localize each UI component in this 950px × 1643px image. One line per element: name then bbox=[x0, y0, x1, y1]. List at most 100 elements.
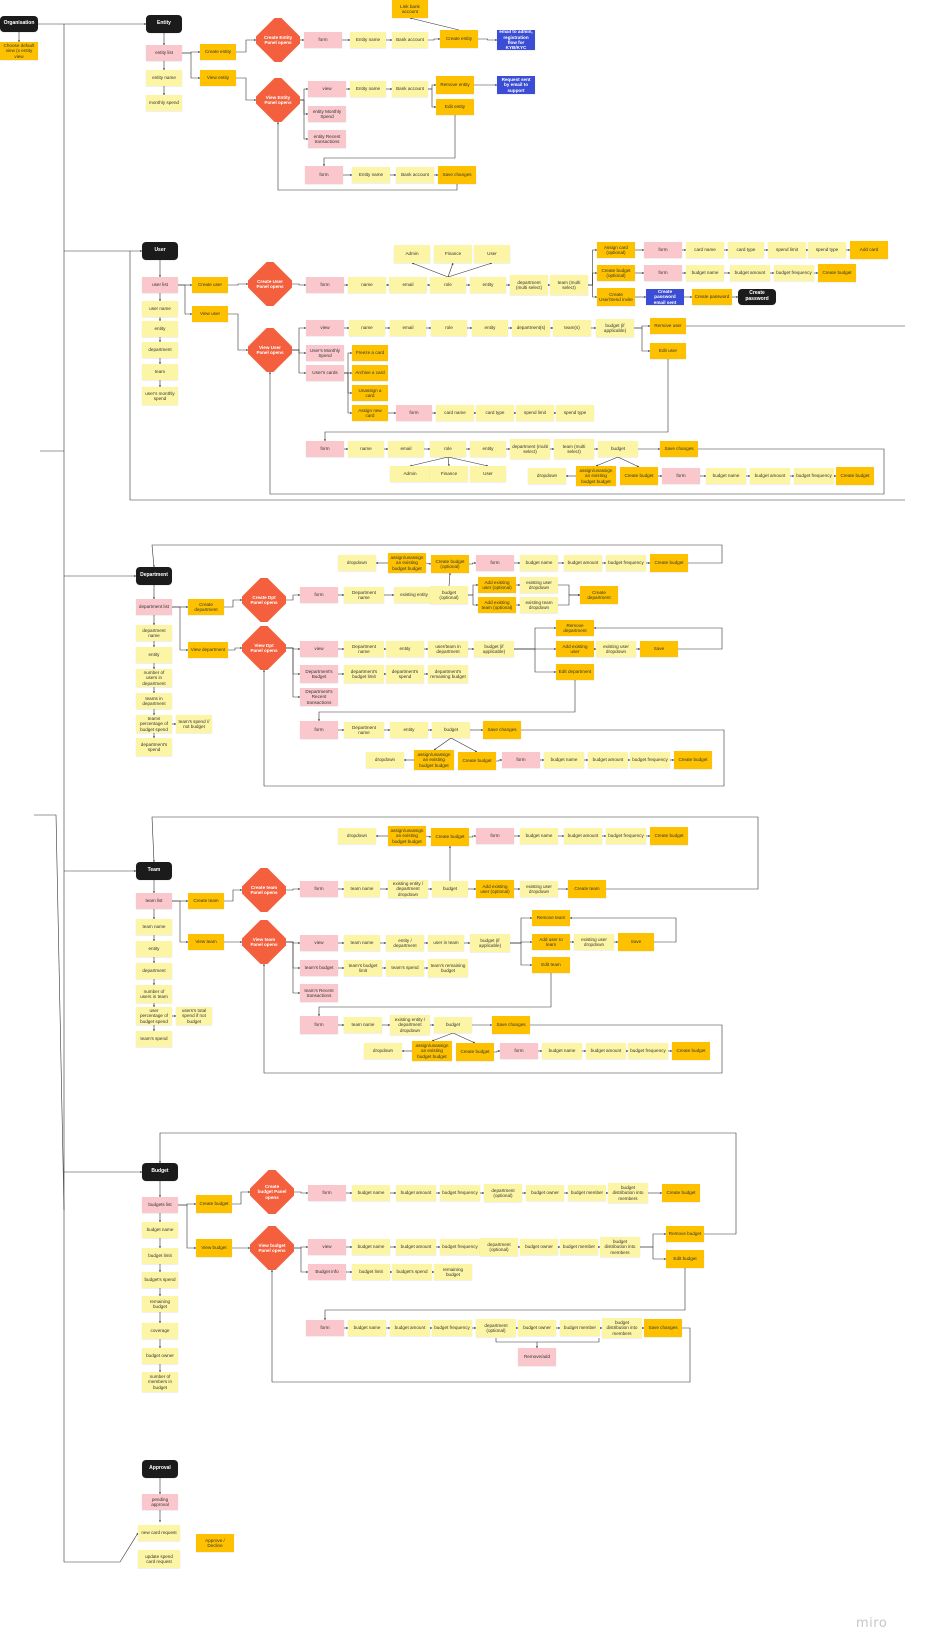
node-dep-aeu2[interactable]: Add existing user bbox=[556, 641, 594, 657]
node-dep-aeu[interactable]: Add existing user (optional) bbox=[478, 577, 516, 593]
connector bbox=[588, 272, 598, 286]
node-usr-pe[interactable]: Create password email sent bbox=[646, 289, 684, 305]
node-bud-vp[interactable]: View budget Panel opens bbox=[250, 1226, 294, 1270]
node-bud-cfc[interactable]: Create budget bbox=[662, 1184, 700, 1202]
connector bbox=[634, 327, 651, 352]
node-tm-ed[interactable]: Edit team bbox=[532, 957, 570, 973]
node-tm-tbfr: budget frequency bbox=[606, 828, 646, 844]
node-ent-view[interactable]: View entity bbox=[200, 70, 236, 86]
node-bud-va: budget amount bbox=[396, 1239, 436, 1255]
node-usr-assign[interactable]: Assign new card bbox=[352, 405, 388, 421]
node-usr-vt: team(s) bbox=[553, 320, 591, 336]
node-usr-freeze[interactable]: Freeze a card bbox=[352, 345, 388, 361]
node-usr-afl: spend limit bbox=[516, 405, 554, 421]
node-bud-cp[interactable]: Create budget Panel opens bbox=[250, 1170, 294, 1214]
node-ent-vp[interactable]: View Entity Panel opens bbox=[256, 78, 300, 122]
node-dep-ebc[interactable]: Create budget bbox=[674, 751, 712, 769]
node-usr-cp3[interactable]: Create password bbox=[738, 289, 776, 305]
node-usr-ecb[interactable]: Create budget bbox=[620, 467, 658, 485]
node-usr-es[interactable]: Save changes bbox=[660, 441, 698, 457]
node-dep-eass[interactable]: assign/unassign an existing budget budge… bbox=[414, 750, 454, 770]
node-usr-eass[interactable]: assign/unassign an existing budget budge… bbox=[576, 466, 616, 486]
connector bbox=[34, 814, 65, 1211]
node-dep-view[interactable]: View department bbox=[188, 642, 228, 658]
node-usr-vp[interactable]: View User Panel opens bbox=[248, 328, 292, 372]
node-apr[interactable]: Approval bbox=[142, 1460, 178, 1478]
node-usr-aca[interactable]: Add card bbox=[850, 241, 888, 259]
node-tm-vp[interactable]: View team Panel opens bbox=[242, 920, 286, 964]
node-dep-ecb[interactable]: Create budget bbox=[458, 752, 496, 770]
node-usr[interactable]: User bbox=[142, 242, 178, 260]
node-bud-es[interactable]: Save changes bbox=[644, 1319, 682, 1337]
node-ent-rq[interactable]: Request sent by email to support bbox=[497, 76, 535, 94]
node-apr-ad[interactable]: Approve / Decline bbox=[196, 1534, 234, 1552]
node-ent-cp[interactable]: Create Entity Panel opens bbox=[256, 18, 300, 62]
node-ent-cfe[interactable]: email to admin, registration flow for KY… bbox=[497, 30, 535, 50]
node-org-choose[interactable]: Choose default view (x entity view bbox=[0, 42, 38, 60]
node-tm-aut[interactable]: Add user to team bbox=[532, 934, 570, 950]
node-dep-list: department list bbox=[136, 599, 172, 615]
node-tm-tass[interactable]: assign/unassign an existing budget budge… bbox=[388, 826, 426, 846]
node-tm-tcb[interactable]: Create budget bbox=[431, 828, 469, 846]
node-tm-ebc[interactable]: Create budget bbox=[672, 1042, 710, 1060]
node-ent-link[interactable]: Link bank account bbox=[392, 0, 428, 18]
node-dep-es[interactable]: Save changes bbox=[483, 721, 521, 739]
node-bud-create[interactable]: Create budget bbox=[196, 1195, 232, 1213]
node-ent[interactable]: Entity bbox=[146, 15, 182, 33]
connector bbox=[344, 352, 353, 374]
node-tm-save[interactable]: Save bbox=[618, 933, 654, 951]
node-dep-aet[interactable]: Add existing team (optional) bbox=[478, 597, 516, 613]
node-tm-tbc[interactable]: Create budget bbox=[650, 827, 688, 845]
node-usr-cs[interactable]: Create User/Send invite bbox=[597, 288, 635, 306]
node-dep-cd[interactable]: Create department bbox=[580, 586, 618, 604]
node-ent-vn: Entity name bbox=[350, 81, 386, 97]
node-usr-cbc[interactable]: Create budget bbox=[818, 264, 856, 282]
node-tm-ct[interactable]: Create team bbox=[568, 880, 606, 898]
node-usr-create[interactable]: Create user bbox=[192, 277, 228, 293]
node-dep-tcb[interactable]: Create budget (optional) bbox=[431, 555, 469, 573]
node-usr-afn: card name bbox=[436, 405, 474, 421]
node-usr-ac[interactable]: Assign card (optional) bbox=[597, 242, 635, 258]
node-usr-cb[interactable]: Create budget (optional) bbox=[597, 265, 635, 281]
node-tm-aeu[interactable]: Add existing user (optional) bbox=[476, 880, 514, 898]
node-ent-es[interactable]: Save changes bbox=[438, 166, 476, 184]
node-usr-cp[interactable]: Create User Panel opens bbox=[248, 262, 292, 306]
node-tm-eass[interactable]: assign/unassign an existing budget budge… bbox=[412, 1041, 452, 1061]
node-bud-vo: budget owner bbox=[520, 1239, 558, 1255]
node-tm-view[interactable]: View team bbox=[188, 934, 224, 950]
node-tm-ecb[interactable]: Create budget bbox=[456, 1043, 494, 1061]
node-dep-save[interactable]: Save bbox=[640, 641, 678, 657]
node-usr-ebc[interactable]: Create budget bbox=[836, 467, 874, 485]
node-ent-create[interactable]: Create entity bbox=[200, 44, 236, 60]
node-dep-tdd: dropdown bbox=[338, 555, 376, 571]
node-usr-archive[interactable]: Archive a card bbox=[352, 365, 388, 381]
node-tm-cp[interactable]: Create team Panel opens bbox=[242, 868, 286, 912]
node-ent-cfc[interactable]: Create entity bbox=[440, 30, 478, 48]
node-dep-vp[interactable]: View Dpt Panel opens bbox=[242, 626, 286, 670]
node-bud-ed[interactable]: Edit budget bbox=[666, 1250, 704, 1268]
node-usr-cp2[interactable]: Create password bbox=[692, 289, 732, 305]
node-usr-unassign[interactable]: Unassign a card bbox=[352, 385, 388, 401]
node-tm-create[interactable]: Create team bbox=[188, 893, 224, 909]
node-dep-create[interactable]: Create department bbox=[188, 599, 224, 615]
node-tm-rm[interactable]: Remove team bbox=[532, 910, 570, 926]
node-dep-tass[interactable]: assign/unassign an existing budget budge… bbox=[388, 553, 426, 573]
node-bud-vm: budget member bbox=[560, 1239, 598, 1255]
node-bud[interactable]: Budget bbox=[142, 1163, 178, 1181]
node-bud-radd: Remove/add bbox=[518, 1348, 556, 1366]
node-ent-rm[interactable]: Remove entity bbox=[436, 76, 474, 94]
node-usr-view[interactable]: View user bbox=[192, 306, 228, 322]
node-tm-es[interactable]: Save changes bbox=[492, 1016, 530, 1034]
node-ent-ed[interactable]: Edit entity bbox=[436, 99, 474, 115]
node-bud-rm[interactable]: Remove budget bbox=[666, 1226, 704, 1242]
node-dep-tbc[interactable]: Create budget bbox=[650, 554, 688, 572]
node-dep[interactable]: Department bbox=[136, 567, 172, 585]
node-org[interactable]: Organisation bbox=[0, 16, 38, 32]
node-dep-ed[interactable]: Edit department bbox=[556, 664, 594, 680]
node-usr-rm[interactable]: Remove user bbox=[650, 318, 686, 334]
node-usr-ed[interactable]: Edit user bbox=[650, 343, 686, 359]
node-dep-cp[interactable]: Create Dpt Panel opens bbox=[242, 578, 286, 622]
node-tm[interactable]: Team bbox=[136, 862, 172, 880]
node-bud-view[interactable]: View budget bbox=[196, 1239, 232, 1257]
node-dep-rm[interactable]: Remove department bbox=[556, 620, 594, 636]
